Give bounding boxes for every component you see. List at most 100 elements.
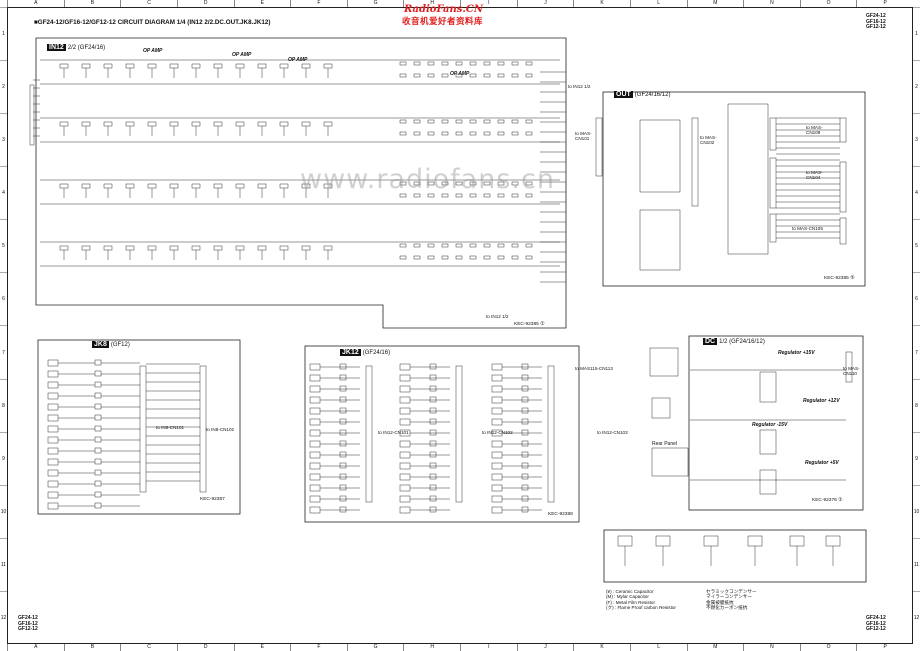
resistor <box>399 181 407 186</box>
resistor <box>81 63 91 69</box>
row-marker: 6 <box>913 272 920 325</box>
resistor <box>441 193 449 198</box>
row-marker: 6 <box>0 272 7 325</box>
resistor <box>301 63 311 69</box>
resistor <box>339 506 347 513</box>
resistor <box>429 374 437 381</box>
resistor <box>429 506 437 513</box>
connector <box>199 365 207 493</box>
resistor <box>469 193 477 198</box>
connector <box>365 365 373 503</box>
column-marker: D <box>176 644 234 651</box>
jk12-board-code: KEC-92388 <box>548 512 573 517</box>
out-tag-sub: (GF24/16/12) <box>634 92 671 98</box>
connector <box>769 117 777 151</box>
resistor <box>279 183 289 189</box>
column-marker: B <box>63 644 121 651</box>
resistor <box>399 61 407 66</box>
op-amp-label: OP AMP <box>288 57 308 63</box>
resistor <box>455 243 463 248</box>
row-marker: 7 <box>913 325 920 378</box>
jack <box>309 506 321 514</box>
resistor <box>469 73 477 78</box>
row-marker: 11 <box>0 537 7 591</box>
jack <box>309 363 321 371</box>
resistor <box>429 473 437 480</box>
jack <box>399 473 411 481</box>
resistor <box>511 255 519 260</box>
row-marker: 11 <box>913 537 920 591</box>
column-marker: K <box>573 644 630 651</box>
resistor <box>521 462 529 469</box>
resistor <box>191 63 201 69</box>
resistor <box>147 183 157 189</box>
resistor <box>339 440 347 447</box>
jack <box>491 407 503 415</box>
jk12-block-outline <box>304 345 580 523</box>
column-marker: L <box>629 644 687 651</box>
resistor <box>441 73 449 78</box>
model-name: GF16-12 <box>866 620 886 627</box>
component-symbol <box>789 535 805 547</box>
resistor <box>191 245 201 251</box>
resistor <box>301 245 311 251</box>
resistor <box>94 458 102 465</box>
row-marker: 4 <box>0 166 7 219</box>
resistor <box>235 121 245 127</box>
legend-jp: セラミックコンデンサー <box>706 589 757 594</box>
jack <box>309 484 321 492</box>
resistor <box>103 63 113 69</box>
watermark-logo: RadioFans.CN <box>404 4 483 15</box>
resistor <box>429 396 437 403</box>
dc-board-code: KEC-92376 ① <box>812 498 843 503</box>
watermark-subtitle: 收音机爱好者资料库 <box>402 16 484 26</box>
resistor <box>399 193 407 198</box>
legend-jp: 金属被膜抵抗 <box>706 599 734 605</box>
resistor <box>427 131 435 136</box>
connector <box>29 84 35 146</box>
resistor <box>525 193 533 198</box>
op-amp-label: OP AMP <box>450 71 470 77</box>
resistor <box>235 63 245 69</box>
legend-box <box>603 529 867 583</box>
jack <box>399 418 411 426</box>
row-marker: 12 <box>913 590 920 644</box>
resistor <box>441 255 449 260</box>
resistor <box>59 183 69 189</box>
resistor <box>521 506 529 513</box>
model-name: GF12-12 <box>866 626 886 632</box>
jack <box>491 418 503 426</box>
resistor <box>469 61 477 66</box>
legend-jp: 不燃化カーボン抵抗 <box>706 605 748 611</box>
connector <box>769 157 777 209</box>
column-marker: O <box>799 644 857 651</box>
resistor <box>94 403 102 410</box>
jk12-conn-101: to IN12-CN101 <box>378 430 409 435</box>
out-block-outline <box>602 91 866 287</box>
regulator-ic <box>759 469 777 495</box>
resistor <box>169 245 179 251</box>
column-marker: E <box>233 644 291 651</box>
jack <box>47 403 59 411</box>
resistor <box>455 131 463 136</box>
resistor <box>94 381 102 388</box>
column-marker: K <box>573 0 630 7</box>
resistor <box>94 370 102 377</box>
connector <box>839 161 847 213</box>
column-marker: C <box>120 644 177 651</box>
regulator-m15: Regulator -15V <box>752 422 788 428</box>
resistor <box>94 436 102 443</box>
resistor <box>455 193 463 198</box>
legend-jp: マイラーコンデンサー <box>706 594 752 600</box>
resistor <box>413 119 421 124</box>
drawing-frame <box>7 7 913 644</box>
column-marker: A <box>7 0 64 7</box>
out-board-code: KEC-92385 ⑤ <box>824 276 855 281</box>
resistor <box>94 480 102 487</box>
resistor <box>399 255 407 260</box>
resistor <box>279 245 289 251</box>
jk8-conn-101: to IN8-CN101 <box>156 425 185 430</box>
